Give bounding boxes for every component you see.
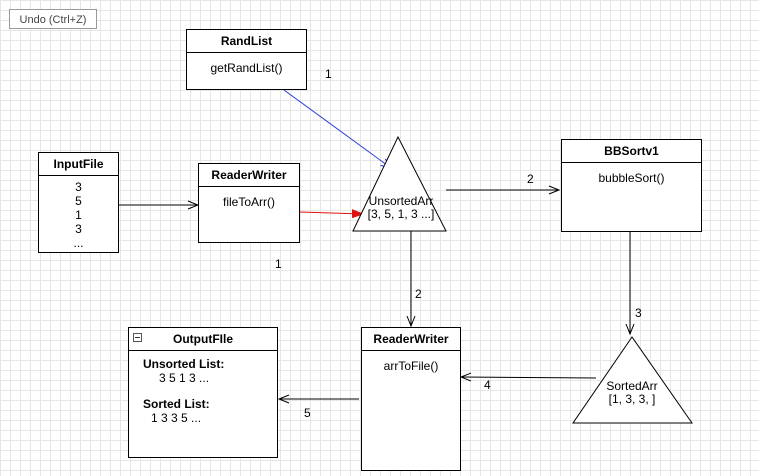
randlist-node[interactable]: RandList getRandList() bbox=[186, 29, 307, 90]
unsorted-arr-value: [3, 5, 1, 3 ...] bbox=[367, 207, 435, 221]
edge-label-sorted-writer: 4 bbox=[484, 378, 491, 392]
bbsort-method: bubbleSort() bbox=[598, 171, 665, 185]
inputfile-node[interactable]: InputFile 3 5 1 3 ... bbox=[38, 152, 119, 253]
collapse-icon[interactable] bbox=[133, 333, 142, 342]
readerwriter-bottom-node[interactable]: ReaderWriter arrToFile() bbox=[361, 327, 461, 471]
sorted-arr-name: SortedArr bbox=[606, 379, 658, 393]
unsorted-arr-name: UnsortedArr bbox=[368, 194, 434, 208]
readerwriter-bottom-method: arrToFile() bbox=[383, 359, 439, 373]
unsorted-list-label: Unsorted List: bbox=[143, 357, 225, 371]
sorted-arr-label: SortedArr [1, 3, 3, ] bbox=[596, 380, 668, 406]
list-item: 1 bbox=[75, 208, 82, 222]
readerwriter-bottom-title: ReaderWriter bbox=[362, 328, 460, 351]
outputfile-title-bar: OutputFIle bbox=[129, 328, 277, 351]
bbsort-title: BBSortv1 bbox=[562, 140, 701, 163]
edge-label-unsorted-writer: 2 bbox=[415, 287, 422, 301]
readerwriter-top-method: fileToArr() bbox=[222, 195, 275, 209]
unsorted-arr-label: UnsortedArr [3, 5, 1, 3 ...] bbox=[363, 195, 439, 221]
sorted-arr-value: [1, 3, 3, ] bbox=[608, 392, 656, 406]
list-item: ... bbox=[73, 236, 84, 250]
list-item: 5 bbox=[75, 194, 82, 208]
readerwriter-top-node[interactable]: ReaderWriter fileToArr() bbox=[198, 163, 300, 243]
edge-label-bbsort-sorted: 3 bbox=[635, 306, 642, 320]
outputfile-title: OutputFIle bbox=[173, 332, 233, 346]
arrow-randlist-to-unsorted[interactable] bbox=[283, 89, 391, 168]
unsorted-arr-triangle[interactable] bbox=[352, 135, 447, 232]
inputfile-title: InputFile bbox=[39, 153, 118, 176]
edge-label-reader-unsorted: 1 bbox=[275, 257, 282, 271]
arrow-sorted-to-writer[interactable] bbox=[461, 377, 597, 378]
bbsort-node[interactable]: BBSortv1 bubbleSort() bbox=[561, 139, 702, 232]
list-item: 3 bbox=[75, 222, 82, 236]
randlist-title: RandList bbox=[187, 30, 306, 53]
sorted-arr-triangle[interactable] bbox=[572, 336, 693, 424]
randlist-method: getRandList() bbox=[210, 61, 283, 75]
arrow-reader-to-unsorted[interactable] bbox=[299, 212, 363, 214]
sorted-list-label: Sorted List: bbox=[143, 397, 210, 411]
edge-label-unsorted-bbsort: 2 bbox=[527, 172, 534, 186]
sorted-list-value: 1 3 3 5 ... bbox=[151, 411, 202, 425]
undo-button[interactable]: Undo (Ctrl+Z) bbox=[9, 9, 97, 29]
readerwriter-top-title: ReaderWriter bbox=[199, 164, 299, 187]
edge-label-randlist-unsorted: 1 bbox=[325, 67, 332, 81]
outputfile-body: Unsorted List: 3 5 1 3 ... Sorted List: … bbox=[129, 351, 277, 425]
inputfile-items: 3 5 1 3 ... bbox=[39, 176, 118, 250]
list-item: 3 bbox=[75, 180, 82, 194]
unsorted-list-value: 3 5 1 3 ... bbox=[159, 371, 210, 385]
edge-label-writer-output: 5 bbox=[304, 406, 311, 420]
outputfile-node[interactable]: OutputFIle Unsorted List: 3 5 1 3 ... So… bbox=[128, 327, 278, 458]
